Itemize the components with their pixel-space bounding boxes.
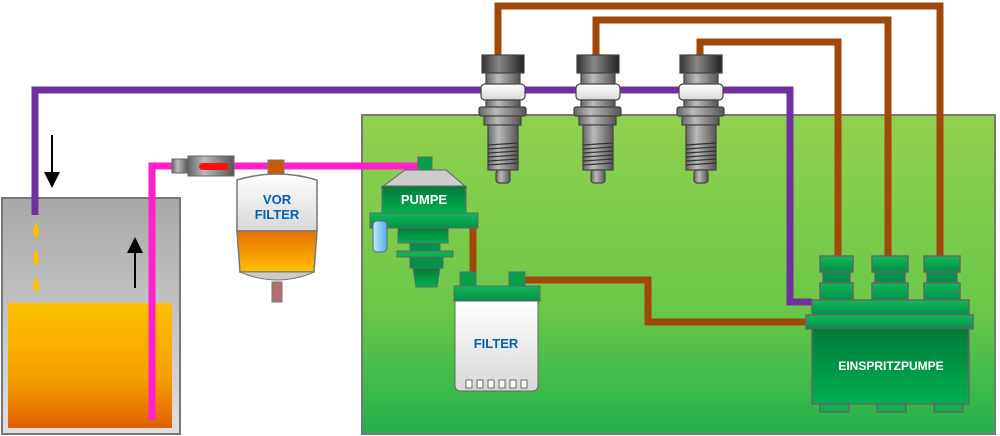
supply-line — [148, 162, 425, 420]
pre-filter-label: FILTER — [255, 207, 300, 222]
pump-outlet — [819, 255, 854, 301]
injection-lines — [469, 2, 944, 326]
return-line — [31, 86, 812, 306]
injector — [676, 54, 725, 184]
pump-outlet — [871, 255, 909, 301]
feed-pump: PUMPE — [369, 156, 479, 288]
pre-filter-label: VOR — [263, 192, 292, 207]
fuel-drop-icon — [33, 222, 39, 292]
injector — [478, 54, 527, 184]
filter-label: FILTER — [474, 336, 519, 351]
pump-label: PUMPE — [401, 192, 448, 207]
line-connector — [171, 155, 235, 177]
injection-pump-label: EINSPRITZPUMPE — [838, 359, 943, 373]
pump-outlet — [923, 255, 961, 301]
pre-filter: VOR FILTER — [236, 159, 318, 303]
injection-pump: EINSPRITZPUMPE — [805, 255, 974, 413]
fuel-level — [8, 303, 172, 428]
injector — [573, 54, 622, 184]
main-filter: FILTER — [453, 271, 541, 392]
